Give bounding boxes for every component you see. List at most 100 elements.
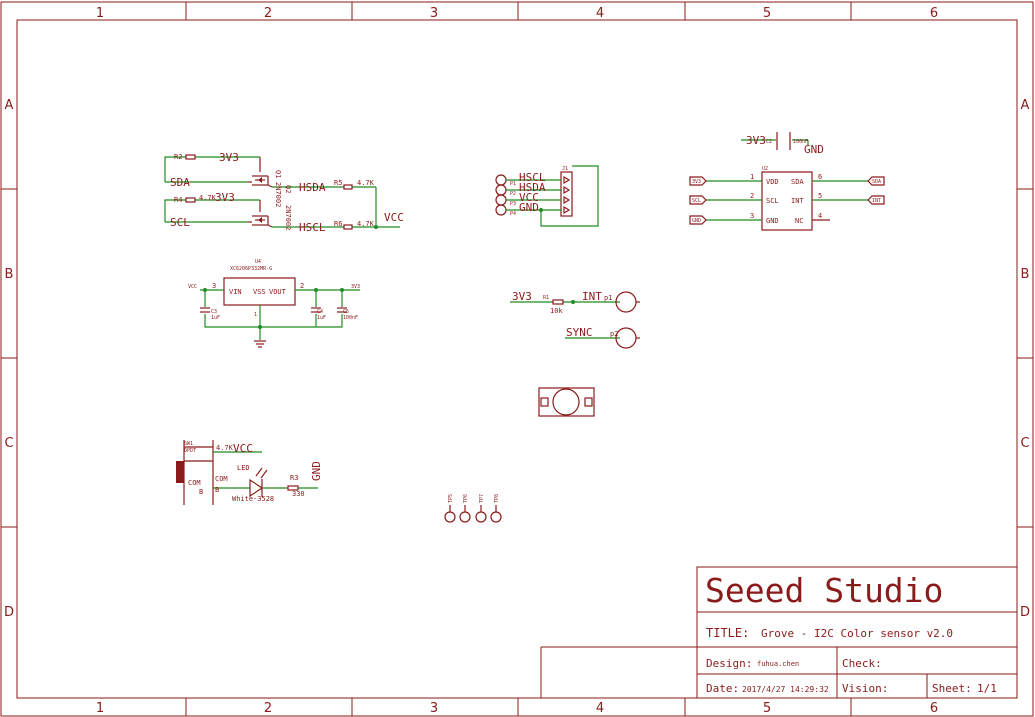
column-label: 1 <box>96 701 104 716</box>
pad-p2: p2 <box>610 330 618 338</box>
title-label: TITLE: <box>706 626 749 640</box>
pin-num: 1 <box>750 173 754 181</box>
test-point-pad <box>475 511 487 523</box>
c5-value: 100nF <box>343 315 358 321</box>
junction-dot <box>571 300 575 304</box>
r5-label: R5 <box>334 179 342 187</box>
pad-p1: p1 <box>604 294 612 302</box>
pin-name: SDA <box>791 178 804 186</box>
grove-connector: J1 HSCL HSDA VCC GND P1 P2 P3 P4 <box>495 165 599 227</box>
check-label: Check: <box>842 657 882 670</box>
frame-row-labels-right: A B C D <box>1020 98 1030 620</box>
sw-com: COM <box>188 479 201 487</box>
tp-label: TP8 <box>494 494 500 503</box>
net-sync: SYNC <box>566 326 593 339</box>
port-label: INT <box>872 198 881 204</box>
net-vcc: VCC <box>519 191 539 204</box>
pad-label: P4 <box>510 211 516 217</box>
r3-value: 330 <box>292 490 305 498</box>
pin-2: 2 <box>300 282 304 290</box>
c2-label: C2 <box>766 139 772 145</box>
r1-value: 10k <box>550 307 563 315</box>
net-vcc: VCC <box>188 284 197 290</box>
pad-label: P3 <box>510 201 516 207</box>
pin-name: INT <box>791 197 804 205</box>
net-vcc: VCC <box>384 211 404 224</box>
j1-label: J1 <box>562 166 568 172</box>
c3-value: 1uF <box>211 315 220 321</box>
port-scl <box>689 195 707 205</box>
sensor-body <box>761 171 813 231</box>
net-gnd: GND <box>519 201 539 214</box>
r6-value: 4.7K <box>357 220 375 228</box>
sw1-value: 4.7K <box>216 444 234 452</box>
frame-column-labels-top: 1 2 3 4 5 6 <box>96 6 938 21</box>
pin-num: 2 <box>750 192 754 200</box>
net-gnd: GND <box>310 461 323 481</box>
color-sensor-u2: 3V3 C2 100nF GND U2 3V3 SCL GND 1 2 3 VD… <box>689 132 885 231</box>
voltage-regulator: U4 XC6206P332MR-G VIN VSS VOUT 3 2 1 VCC… <box>188 259 360 348</box>
net-3v3: 3V3 <box>512 290 532 303</box>
resistor-r6 <box>343 224 353 230</box>
column-label: 2 <box>264 6 272 21</box>
sw-com: COM <box>215 475 228 483</box>
column-label: 5 <box>763 6 771 21</box>
r4-label: R4 <box>174 196 182 204</box>
sw1-label: SW1 <box>184 441 193 447</box>
row-label: B <box>5 267 14 282</box>
r3-label: R3 <box>290 474 298 482</box>
row-label: D <box>1020 605 1030 620</box>
led-switch-section: SW1 DPDT 4.7K VCC COM B COM B LED White-… <box>176 440 323 505</box>
connector-j1 <box>560 171 573 217</box>
r1-label: R1 <box>543 295 549 301</box>
column-label: 5 <box>763 701 771 716</box>
pin-num: 3 <box>750 212 754 220</box>
title-block: Seeed Studio TITLE: Grove - I2C Color se… <box>540 566 1018 699</box>
pin-name: GND <box>766 217 779 225</box>
pin-vout: VOUT <box>269 288 287 296</box>
tp-label: TP7 <box>479 494 485 503</box>
pin-name: NC <box>795 217 803 225</box>
c3-label: C3 <box>211 309 217 315</box>
mosfet-q2 <box>248 200 273 228</box>
junction-dot <box>539 208 543 212</box>
frame-column-labels-bottom: 1 2 3 4 5 6 <box>96 701 938 716</box>
pin-name: VDD <box>766 178 779 186</box>
resistor-r4 <box>185 197 196 203</box>
net-3v3: 3V3 <box>746 134 766 147</box>
led-part: White-3528 <box>232 495 274 503</box>
column-label: 4 <box>596 6 604 21</box>
design-label: Design: <box>706 657 752 670</box>
sw-b: B <box>199 488 203 496</box>
pin-num: 6 <box>818 173 822 181</box>
column-label: 6 <box>930 701 938 716</box>
r4-value: 4.7K <box>199 194 217 202</box>
pin-vin: VIN <box>229 288 242 296</box>
net-sda: SDA <box>170 176 190 189</box>
row-label: D <box>4 605 14 620</box>
c5-label: C5 <box>343 309 349 315</box>
c4-label: C4 <box>317 309 323 315</box>
column-label: 6 <box>930 6 938 21</box>
r6-label: R6 <box>334 220 342 228</box>
pin-1: 1 <box>254 312 257 318</box>
column-label: 2 <box>264 701 272 716</box>
net-3v3: 3V3 <box>215 191 235 204</box>
net-int: INT <box>582 290 602 303</box>
junction-dot <box>258 325 262 329</box>
tp-label: TP6 <box>463 494 469 503</box>
test-point-pad <box>490 511 502 523</box>
pin-num: 4 <box>818 212 822 220</box>
c2-value: 100nF <box>793 139 808 145</box>
title-value: Grove - I2C Color sensor v2.0 <box>761 627 953 640</box>
pad <box>495 174 507 186</box>
net-3v3: 3V3 <box>351 284 360 290</box>
pad <box>495 184 507 196</box>
q1-label: Q1 <box>274 170 282 178</box>
q2-label: Q2 <box>284 185 292 193</box>
net-3v3: 3V3 <box>219 151 239 164</box>
net-hscl: HSCL <box>299 221 326 234</box>
net-hscl: HSCL <box>519 171 546 184</box>
